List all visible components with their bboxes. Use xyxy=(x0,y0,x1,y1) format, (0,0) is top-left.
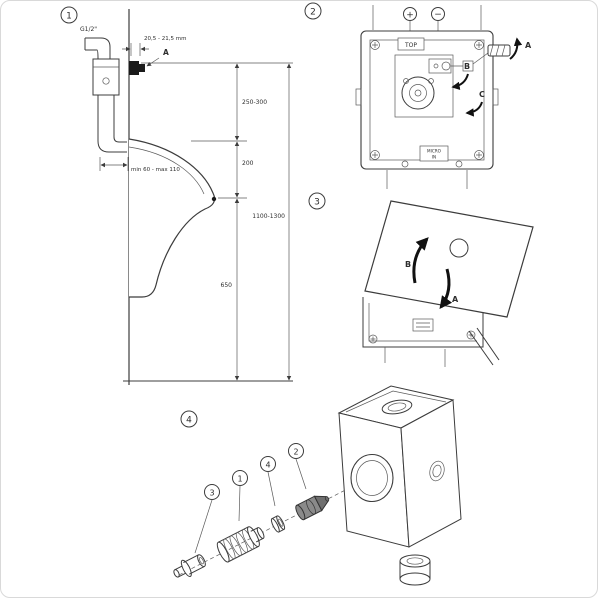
callout-part-1: 1 xyxy=(232,470,248,522)
supply-elbow xyxy=(84,37,111,60)
in-wall-box xyxy=(362,297,500,367)
plug xyxy=(472,44,511,65)
top-knockout xyxy=(381,399,413,415)
depth-dimension: min 60 - max 110 xyxy=(99,157,180,173)
dim-200: 200 xyxy=(242,160,254,167)
cartridge-opening xyxy=(350,453,394,503)
micro-label-box: MICRO IN xyxy=(419,145,449,162)
plus-sign: + xyxy=(406,11,414,21)
panel-2-box-front: 2 + − xyxy=(304,2,532,189)
panel-1-number: 1 xyxy=(66,12,72,22)
gap-dimension-label: 20,5 - 21,5 mm xyxy=(144,36,186,42)
panel-3-number: 3 xyxy=(314,198,320,208)
badge-circle xyxy=(308,192,326,210)
minus-terminal: − xyxy=(431,7,445,21)
arrow-b-label: B xyxy=(405,260,411,269)
callout-part-2: 2 xyxy=(288,443,307,490)
mount-hole xyxy=(455,160,463,168)
dim-1100-1300: 1100-1300 xyxy=(252,213,285,220)
panel-4-number-badge: 4 xyxy=(180,410,198,428)
minus-sign: − xyxy=(434,10,442,20)
arrow-c-label: C xyxy=(479,90,485,99)
panel-2-number-badge: 2 xyxy=(304,2,322,20)
side-lug xyxy=(355,88,362,106)
arrow-b xyxy=(412,237,429,284)
callout-part-3: 3 xyxy=(194,484,220,554)
micro-label-line1: MICRO xyxy=(427,149,442,154)
arrow-a-label: A xyxy=(452,295,459,304)
fitting-a-leader xyxy=(146,57,160,67)
plus-terminal: + xyxy=(403,7,417,21)
top-marking: TOP xyxy=(397,37,425,51)
panel-4-number: 4 xyxy=(186,416,192,426)
side-lug xyxy=(492,88,499,106)
arrow-a-label: A xyxy=(525,41,532,50)
dim-min-max: min 60 - max 110 xyxy=(131,167,180,173)
panel-3-cover-mounting: 3 B A xyxy=(308,192,534,367)
arrow-a xyxy=(509,37,523,60)
assembly-axis xyxy=(178,478,368,576)
cable-line xyxy=(476,327,500,361)
side-opening xyxy=(429,460,445,482)
part-piston xyxy=(295,495,330,521)
part-cartridge xyxy=(216,526,265,563)
flush-valve-body xyxy=(92,58,120,96)
panel-2-number: 2 xyxy=(310,8,316,18)
arrow-a xyxy=(439,268,453,310)
panel-3-number-badge: 3 xyxy=(308,192,326,210)
cover-plate xyxy=(364,200,534,318)
spreader-nozzle xyxy=(211,196,217,202)
mount-hole xyxy=(401,160,409,168)
push-button-hole xyxy=(449,238,469,258)
panel-4-exploded-view: 4 xyxy=(173,385,462,586)
cable-line xyxy=(468,330,494,366)
badge-circle xyxy=(180,410,198,428)
micro-label-line2: IN xyxy=(432,155,436,160)
panel-1-number-badge: 1 xyxy=(60,6,78,24)
dimension-chain: 250-300 200 650 xyxy=(221,63,267,381)
urinal-profile xyxy=(128,138,217,298)
part-2-number: 2 xyxy=(293,448,298,457)
connector xyxy=(462,60,474,72)
badge-circle xyxy=(60,6,78,24)
screw-icon xyxy=(370,150,380,160)
screw-icon xyxy=(474,40,484,50)
arrow-c xyxy=(465,101,483,117)
top-label: TOP xyxy=(404,42,417,49)
dim-650: 650 xyxy=(221,282,233,289)
box-right-face xyxy=(400,399,462,548)
thread-size-label: G1/2" xyxy=(80,26,97,33)
panel-1-side-view: 1 G1/2" A xyxy=(60,6,293,385)
overall-height-dimension: 1100-1300 xyxy=(252,63,292,381)
screw-icon xyxy=(370,40,380,50)
badge-circle xyxy=(304,2,322,20)
fitting-a-label: A xyxy=(163,48,169,57)
part-1-number: 1 xyxy=(237,475,242,484)
flush-pipe xyxy=(97,95,127,153)
screw-icon xyxy=(368,334,378,344)
part-4-number: 4 xyxy=(265,461,270,470)
part-3-number: 3 xyxy=(209,489,214,498)
part-seal xyxy=(270,515,286,533)
dim-250-300: 250-300 xyxy=(242,99,267,106)
micro-box xyxy=(412,318,434,332)
gap-dimension: 20,5 - 21,5 mm xyxy=(122,36,186,56)
arrow-b xyxy=(451,73,469,91)
part-nozzle xyxy=(173,554,206,578)
knockout-plug xyxy=(399,554,431,586)
wall-fitting xyxy=(129,61,145,75)
arrow-b-label: B xyxy=(464,62,470,71)
screw-icon xyxy=(474,150,484,160)
housing-box xyxy=(337,385,462,548)
callout-part-4: 4 xyxy=(260,456,276,507)
